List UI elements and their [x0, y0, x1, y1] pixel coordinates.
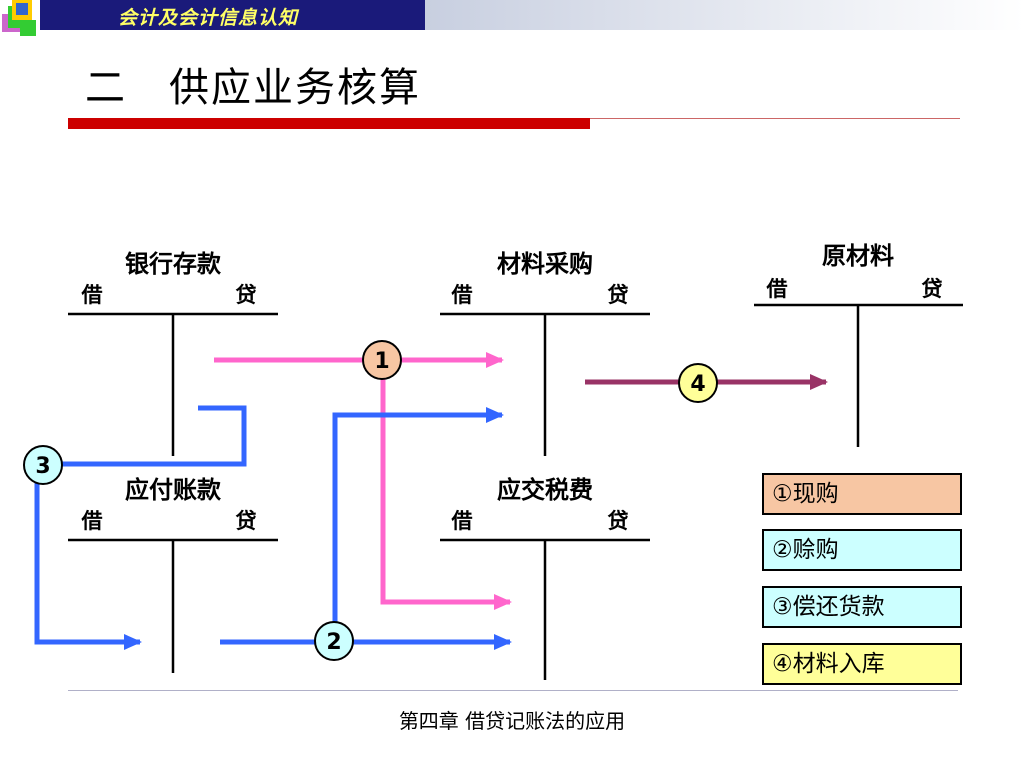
page-title: 二 供应业务核算 — [85, 65, 421, 111]
account-title: 原材料 — [822, 242, 894, 270]
t-account-accounts-payable: 应付账款 借 贷 — [68, 476, 278, 673]
flow-credit-purchase — [220, 407, 512, 650]
flow-repay-payable — [34, 405, 247, 650]
marker-number: 4 — [690, 372, 705, 397]
account-title: 应付账款 — [125, 476, 222, 504]
legend-item-cash-purchase: ①现购 — [762, 473, 962, 515]
credit-label: 贷 — [608, 283, 629, 307]
debit-label: 借 — [451, 509, 473, 533]
arrow-to-accounts-payable — [34, 405, 247, 650]
t-account-bank-deposit: 银行存款 借 贷 — [68, 250, 278, 456]
header-band — [40, 0, 425, 30]
marker-number: 3 — [35, 454, 50, 479]
marker-4: 4 — [678, 363, 718, 403]
marker-1: 1 — [362, 340, 402, 380]
t-account-material-purchase: 材料采购 借 贷 — [440, 250, 650, 456]
arrow-to-material-purchase — [332, 407, 504, 642]
legend-item-storage: ④材料入库 — [762, 643, 962, 685]
t-account-raw-materials: 原材料 借 贷 — [754, 242, 963, 447]
footer-text: 第四章 借贷记账法的应用 — [398, 709, 626, 733]
flow-cash-purchase — [214, 352, 512, 610]
credit-label: 贷 — [608, 509, 629, 533]
header-bar: 会计及会计信息认知 — [0, 0, 1024, 30]
legend-item-credit-purchase: ②赊购 — [762, 529, 962, 571]
header-title: 会计及会计信息认知 — [118, 7, 299, 29]
debit-label: 借 — [81, 283, 103, 307]
debit-label: 借 — [766, 277, 788, 301]
header-gradient — [425, 0, 1024, 30]
footer-divider — [68, 690, 958, 691]
credit-label: 贷 — [236, 509, 257, 533]
debit-label: 借 — [451, 283, 473, 307]
legend-item-repay: ③偿还货款 — [762, 586, 962, 628]
credit-label: 贷 — [922, 277, 943, 301]
account-title: 应交税费 — [497, 476, 593, 504]
title-underline — [68, 118, 590, 129]
marker-3: 3 — [23, 445, 63, 485]
credit-label: 贷 — [236, 283, 257, 307]
debit-label: 借 — [81, 509, 103, 533]
logo-icon — [2, 0, 36, 36]
marker-2: 2 — [314, 621, 354, 661]
arrow-to-taxes-payable — [380, 360, 512, 610]
t-account-taxes-payable: 应交税费 借 贷 — [440, 476, 650, 680]
marker-number: 1 — [374, 349, 389, 374]
marker-number: 2 — [326, 630, 341, 655]
account-title: 材料采购 — [497, 250, 593, 278]
title-underline-thin — [590, 118, 960, 119]
account-title: 银行存款 — [125, 250, 222, 278]
